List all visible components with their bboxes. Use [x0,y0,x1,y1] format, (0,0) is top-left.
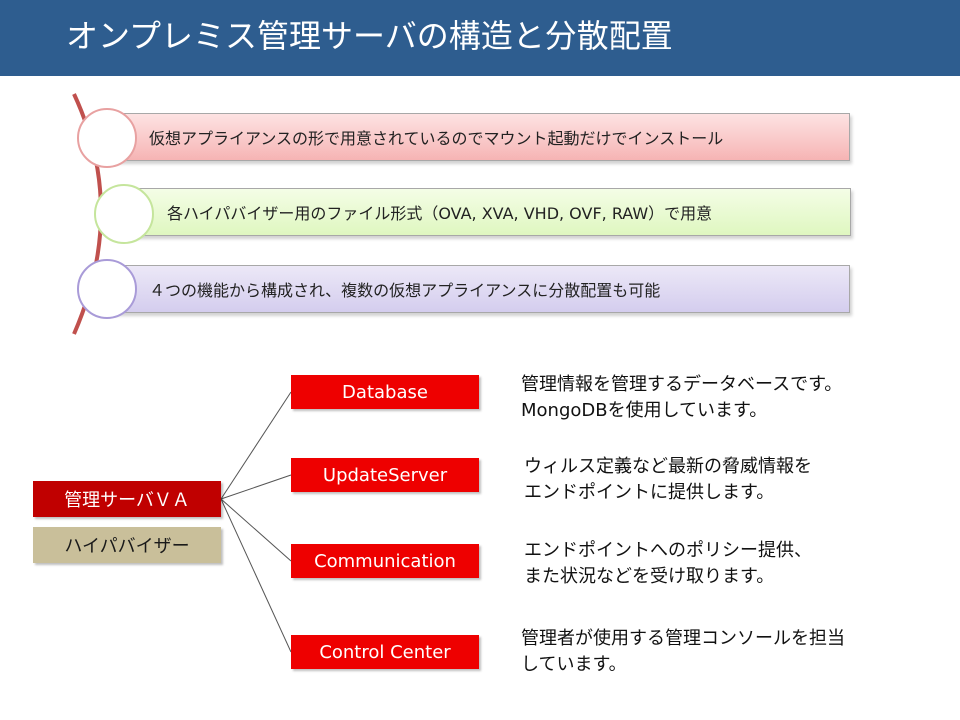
bullet-circle-2 [94,184,154,244]
component-label: Communication [314,550,456,572]
description-line: 管理情報を管理するデータベースです。 [521,374,843,395]
description-line: エンドポイントへのポリシー提供、 [524,540,812,561]
bullet-item-3: ４つの機能から構成され、複数の仮想アプライアンスに分散配置も可能 [110,265,850,313]
bullet-text-1: 仮想アプライアンスの形で用意されているのでマウント起動だけでインストール [149,129,724,148]
component-communication: Communication [291,544,479,578]
title-bar: オンプレミス管理サーバの構造と分散配置 [0,0,960,76]
description-line: エンドポイントに提供します。 [524,482,775,503]
description-line: ウィルス定義など最新の脅威情報を [524,456,812,477]
connector-communication [220,498,292,562]
bullet-circle-3 [77,259,137,319]
description-line: また状況などを受け取ります。 [524,566,775,587]
bullet-text-2: 各ハイパバイザー用のファイル形式（OVA, XVA, VHD, OVF, RAW… [167,204,713,223]
hypervisor-label: ハイパバイザー [64,536,190,557]
description-line: 管理者が使用する管理コンソールを担当 [521,628,845,649]
component-label: Control Center [319,641,451,663]
description-control-center: 管理者が使用する管理コンソールを担当 しています。 [521,626,845,678]
component-updateserver: UpdateServer [291,458,479,492]
hypervisor-box: ハイパバイザー [33,527,221,563]
connector-database [220,391,292,500]
description-line: MongoDBを使用しています。 [521,400,768,421]
component-control-center: Control Center [291,635,479,669]
description-line: しています。 [521,654,627,675]
component-label: UpdateServer [322,464,448,486]
bullet-circle-1 [77,108,137,168]
bullet-item-2: 各ハイパバイザー用のファイル形式（OVA, XVA, VHD, OVF, RAW… [128,188,851,236]
component-database: Database [291,375,479,409]
component-label: Database [342,381,428,403]
bullet-text-3: ４つの機能から構成され、複数の仮想アプライアンスに分散配置も可能 [149,281,661,300]
management-server-va-box: 管理サーバＶＡ [33,481,221,517]
description-updateserver: ウィルス定義など最新の脅威情報を エンドポイントに提供します。 [524,454,812,506]
description-database: 管理情報を管理するデータベースです。 MongoDBを使用しています。 [521,372,842,424]
connector-controlcenter [220,498,292,653]
management-server-va-label: 管理サーバＶＡ [64,490,190,511]
connector-updateserver [220,474,292,500]
description-communication: エンドポイントへのポリシー提供、 また状況などを受け取ります。 [524,538,812,590]
page-title: オンプレミス管理サーバの構造と分散配置 [66,17,673,55]
bullet-item-1: 仮想アプライアンスの形で用意されているのでマウント起動だけでインストール [110,113,850,161]
